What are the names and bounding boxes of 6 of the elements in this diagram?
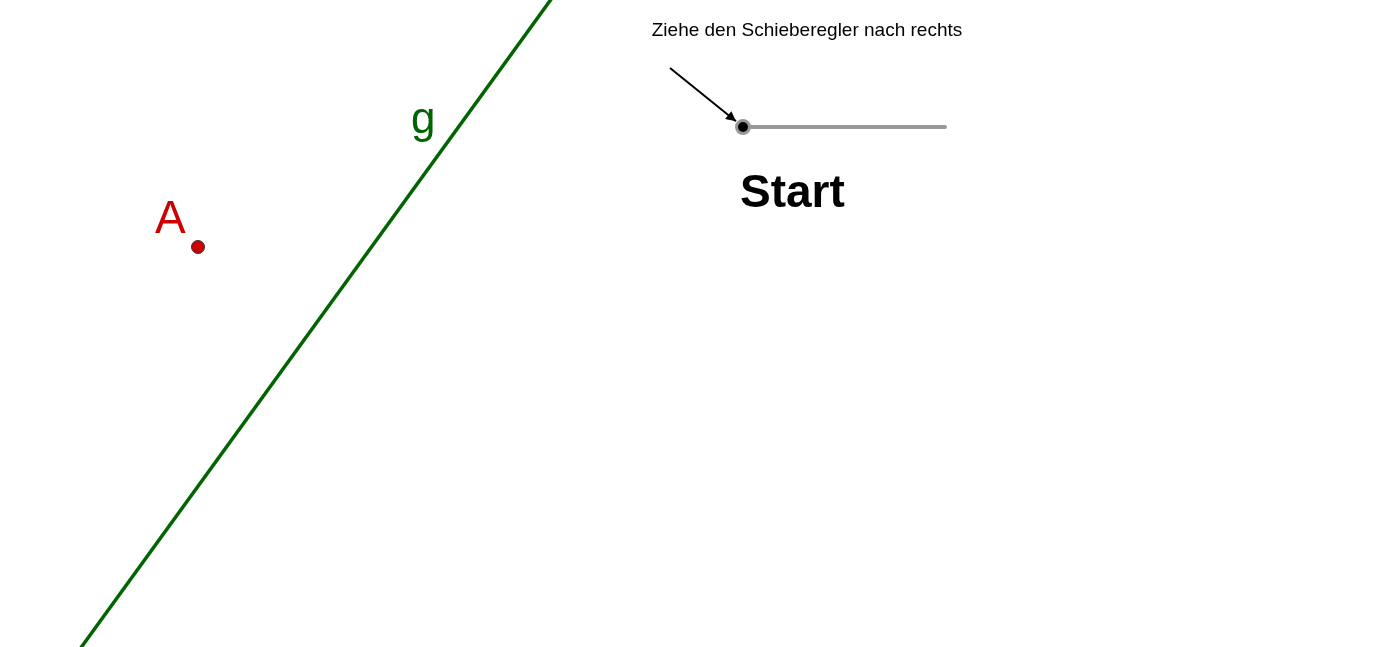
line-label: g <box>411 96 436 140</box>
slider-caption: Start <box>740 168 845 214</box>
point-label: A <box>155 194 186 240</box>
slider-knob <box>735 119 751 135</box>
arrow <box>669 67 737 123</box>
instruction-text: Ziehe den Schieberegler nach rechts <box>651 19 963 41</box>
